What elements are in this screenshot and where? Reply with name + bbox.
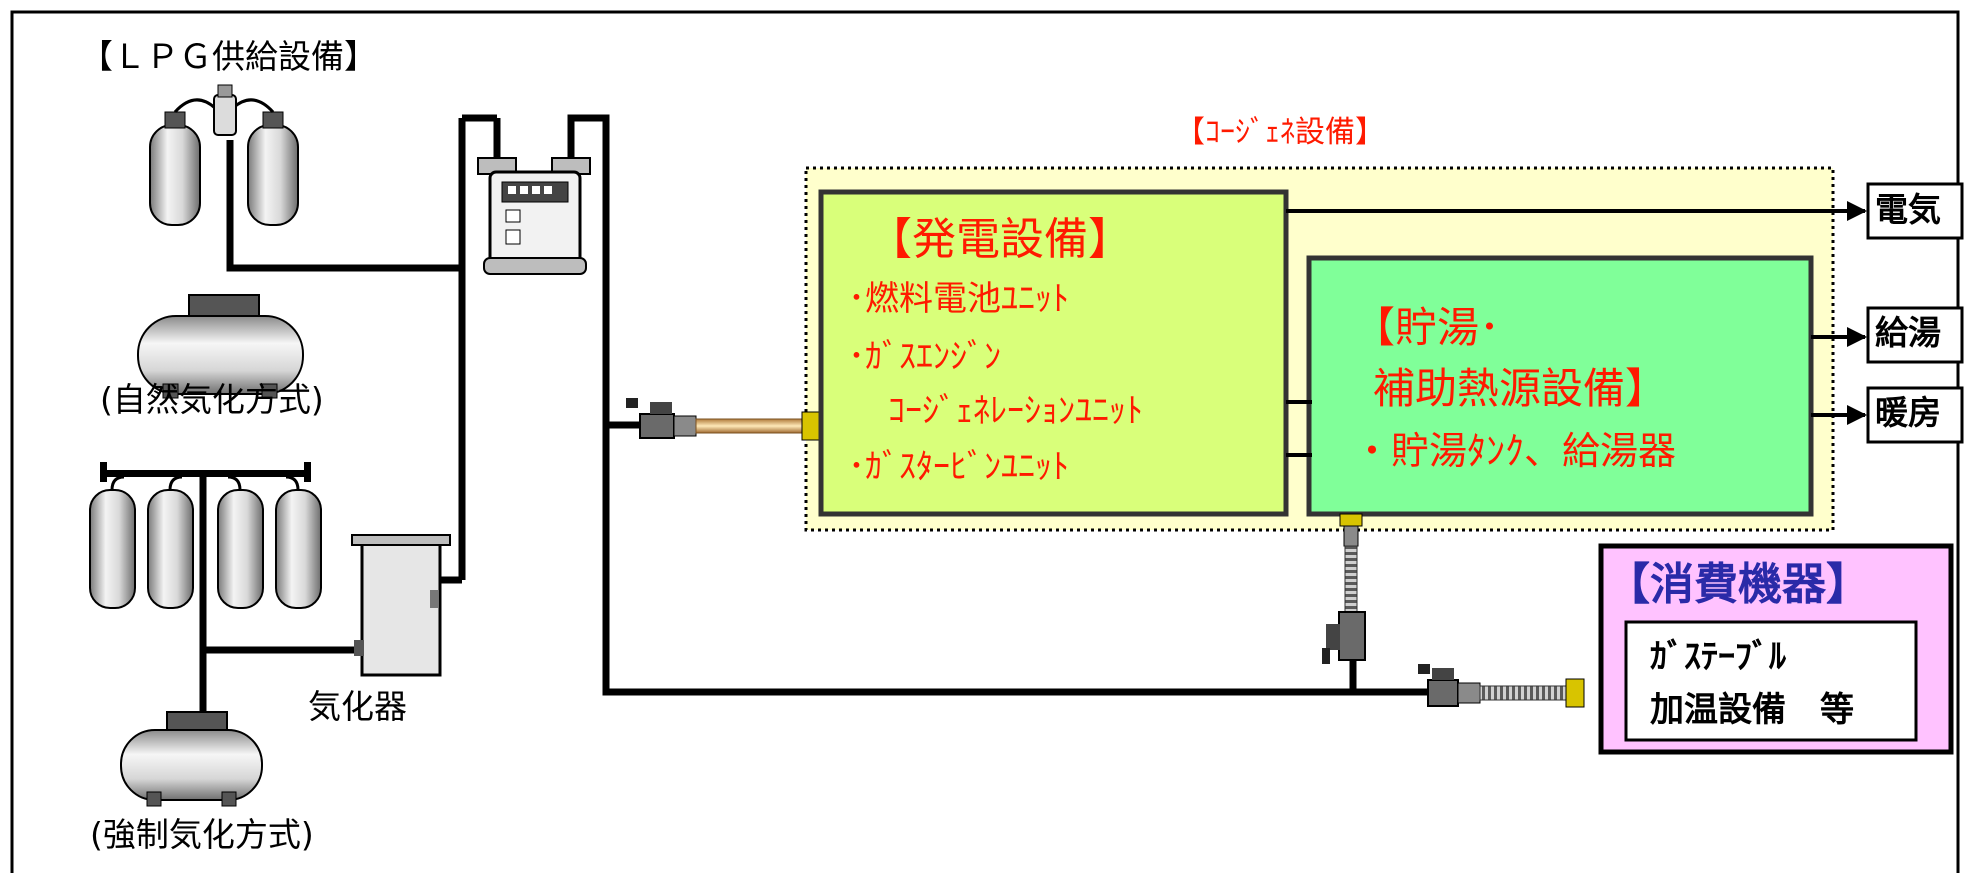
outer-frame — [10, 10, 1960, 873]
storage-title-line1: 【貯湯･ — [1353, 303, 1501, 352]
generation-item: ･燃料電池ﾕﾆｯﾄ — [848, 279, 1069, 319]
generation-item: ･ｶﾞｽﾀｰﾋﾞﾝﾕﾆｯﾄ — [848, 447, 1069, 487]
generation-item: ｺｰｼﾞｪﾈﾚｰｼｮﾝﾕﾆｯﾄ — [888, 391, 1143, 431]
lpg-cylinders-top — [149, 84, 299, 226]
bulk-tank-forced — [120, 711, 263, 807]
output-box-electricity — [1866, 182, 1964, 240]
consumer-title: 【消費機器】 — [1606, 559, 1870, 610]
cogen-title: 【ｺｰｼﾞｪﾈ設備】 — [1175, 115, 1385, 150]
output-box-heating — [1866, 386, 1964, 444]
storage-box — [1306, 255, 1814, 517]
valve-hose-consumer — [1418, 664, 1585, 708]
generation-title: 【発電設備】 — [868, 214, 1132, 265]
storage-item: ・貯湯ﾀﾝｸ、給湯器 — [1353, 429, 1677, 473]
output-electricity: 電気 — [1875, 190, 1941, 229]
generation-box — [818, 189, 1289, 517]
vaporizer-unit — [351, 534, 451, 677]
consumer-item: 加温設備 等 — [1650, 690, 1854, 730]
consumer-inner-box — [1624, 620, 1918, 742]
output-hot-water: 給湯 — [1875, 313, 1941, 352]
lpg-cylinders-forced — [89, 475, 322, 609]
output-box-hot-water — [1866, 306, 1964, 364]
output-arrows — [1286, 201, 1867, 425]
vaporizer-caption: 気化器 — [308, 687, 407, 726]
lpg-title: 【ＬＰＧ供給設備】 — [80, 37, 377, 76]
valve-hose-storage — [1322, 513, 1366, 664]
output-heating: 暖房 — [1875, 393, 1941, 432]
natural-vaporization-caption: (自然気化方式) — [100, 380, 324, 419]
storage-title-line2: 補助熱源設備】 — [1373, 364, 1668, 413]
gas-piping — [199, 114, 1430, 718]
generation-item: ･ｶﾞｽｴﾝｼﾞﾝ — [848, 337, 1001, 377]
gas-meter — [477, 157, 591, 275]
forced-vaporization-caption: (強制気化方式) — [90, 815, 314, 854]
consumer-item: ｶﾞｽﾃｰﾌﾞﾙ — [1650, 637, 1786, 677]
valve-hose-generation — [626, 398, 821, 441]
bulk-tank-natural — [137, 294, 304, 399]
rail-natural — [103, 470, 308, 477]
